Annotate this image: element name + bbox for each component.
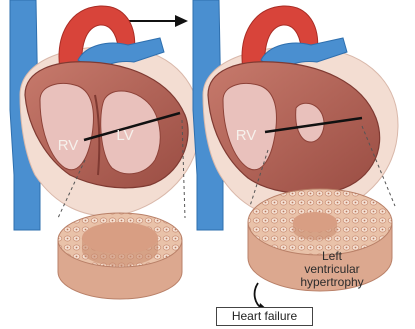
- heart-failure-box: Heart failure: [216, 307, 313, 326]
- lv-label-left: LV: [116, 127, 133, 144]
- rv-label-left: RV: [58, 137, 79, 154]
- normal-wall-section: [58, 213, 182, 299]
- progression-arrow: [122, 15, 188, 27]
- normal-heart: RV LV: [10, 0, 200, 230]
- rv-label-right: RV: [236, 127, 257, 144]
- hypertrophy-label-line3: hypertrophy: [277, 276, 387, 289]
